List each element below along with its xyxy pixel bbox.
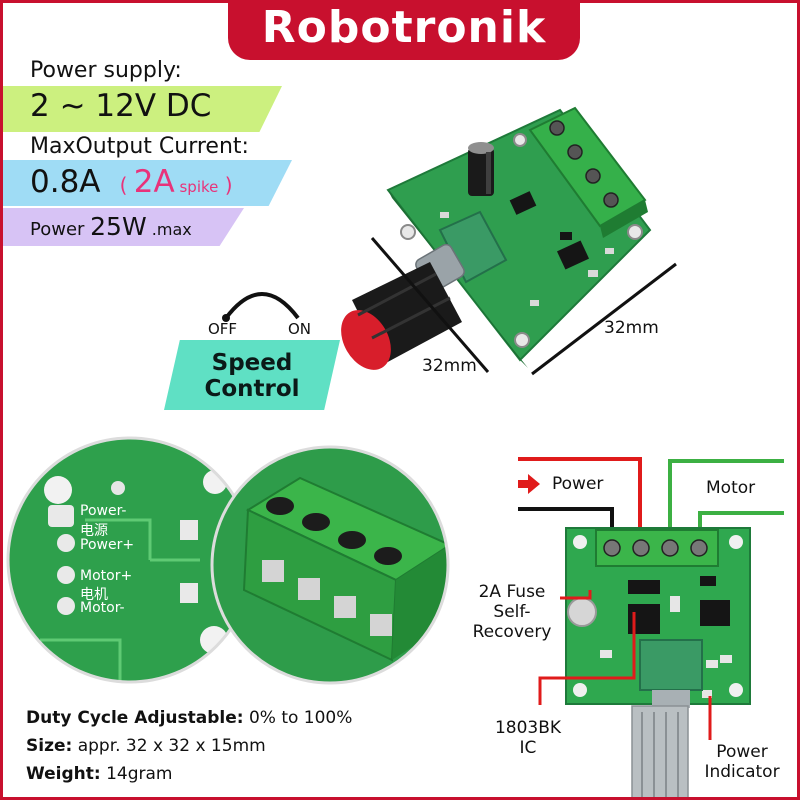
max-current-value: 0.8A: [30, 164, 101, 200]
dimension-depth-label: 32mm: [604, 318, 659, 338]
spec-duty-label: Duty Cycle Adjustable:: [26, 708, 244, 728]
spec-weight: Weight: 14gram: [26, 764, 173, 784]
spec-duty-cycle: Duty Cycle Adjustable: 0% to 100%: [26, 708, 352, 728]
terminal-closeup-ring: [210, 445, 450, 685]
silk-motor-plus: Motor+: [80, 568, 133, 584]
pot-shaft: [631, 705, 689, 800]
dimension-width-label: 32mm: [422, 356, 477, 376]
silk-power-minus: Power-: [80, 503, 127, 519]
wire-power-negative: [518, 507, 614, 532]
callout-fuse: 2A Fuse Self- Recovery: [466, 582, 558, 642]
spec-weight-value: 14gram: [100, 764, 173, 784]
voltage-band: [0, 86, 282, 132]
callout-indicator-line1: Power: [716, 742, 768, 762]
power-led: [702, 690, 712, 698]
callout-indicator-line2: Indicator: [704, 762, 780, 782]
speed-control-tag: [164, 340, 340, 410]
callout-motor: Motor: [706, 478, 756, 498]
callout-ic: 1803BK IC: [482, 718, 574, 758]
spec-size-label: Size:: [26, 736, 73, 756]
wiring-diagram: [518, 457, 784, 800]
silk-power-plus: Power+: [80, 537, 135, 553]
speed-control-line1: Speed: [211, 350, 293, 376]
spec-weight-label: Weight:: [26, 764, 101, 784]
switch-off-label: OFF: [208, 320, 238, 338]
spec-size: Size: appr. 32 x 32 x 15mm: [26, 736, 266, 756]
dimension-line-width: [370, 237, 490, 373]
spike-open: (: [119, 173, 134, 197]
callout-ic-line2: IC: [519, 738, 537, 758]
spec-duty-value: 0% to 100%: [243, 708, 353, 728]
spike-value: 2A: [133, 164, 175, 200]
switch-arc: [224, 292, 300, 320]
terminal-closeup: [212, 447, 448, 683]
power-supply-label: Power supply:: [30, 58, 182, 83]
silk-power-cn: 电源: [80, 523, 108, 539]
switch-on-label: ON: [288, 320, 312, 338]
callout-indicator: Power Indicator: [694, 742, 790, 782]
power-band: [0, 208, 244, 246]
power-suffix: .max: [146, 220, 192, 239]
power-prefix: Power: [30, 219, 91, 240]
electrolytic-capacitor: [468, 142, 494, 196]
power-arrow-icon: [518, 474, 540, 494]
callout-power: Power: [552, 474, 604, 494]
spike-word: spike: [174, 178, 219, 196]
wire-motor-b: [698, 511, 784, 532]
callout-fuse-line3: Recovery: [472, 622, 552, 642]
speed-control-line2: Control: [204, 376, 300, 402]
silk-motor-minus: Motor-: [80, 600, 125, 616]
dimension-line-depth: [531, 262, 677, 376]
callout-fuse-line1: 2A Fuse: [478, 582, 546, 602]
silk-motor-cn: 电机: [80, 587, 108, 603]
spike-close: ): [218, 173, 233, 197]
callout-ic-line1: 1803BK: [494, 718, 562, 738]
current-band: [0, 160, 292, 206]
ic-pointer: [538, 612, 636, 705]
power-value: 25W: [90, 212, 147, 241]
wire-power-positive: [518, 457, 642, 532]
brand-name: Robotronik: [261, 2, 547, 53]
power-supply-value: 2 ~ 12V DC: [30, 88, 212, 124]
pcb-top-photo: [341, 106, 677, 376]
spec-size-value: appr. 32 x 32 x 15mm: [72, 736, 266, 756]
speed-knob: [341, 262, 462, 370]
max-current-label: MaxOutput Current:: [30, 134, 249, 159]
terminal-block-top: [528, 106, 648, 238]
switch-off-dot: [222, 314, 230, 322]
speed-control-text: Speed Control: [164, 350, 340, 402]
max-current-line: 0.8A ( 2A spike ): [30, 164, 233, 200]
fuse-pointer: [560, 590, 592, 600]
power-line: Power 25W .max: [30, 212, 192, 241]
callout-fuse-line2: Self-: [493, 602, 531, 622]
brand-tab: [228, 0, 580, 60]
wire-motor-a: [668, 459, 784, 532]
